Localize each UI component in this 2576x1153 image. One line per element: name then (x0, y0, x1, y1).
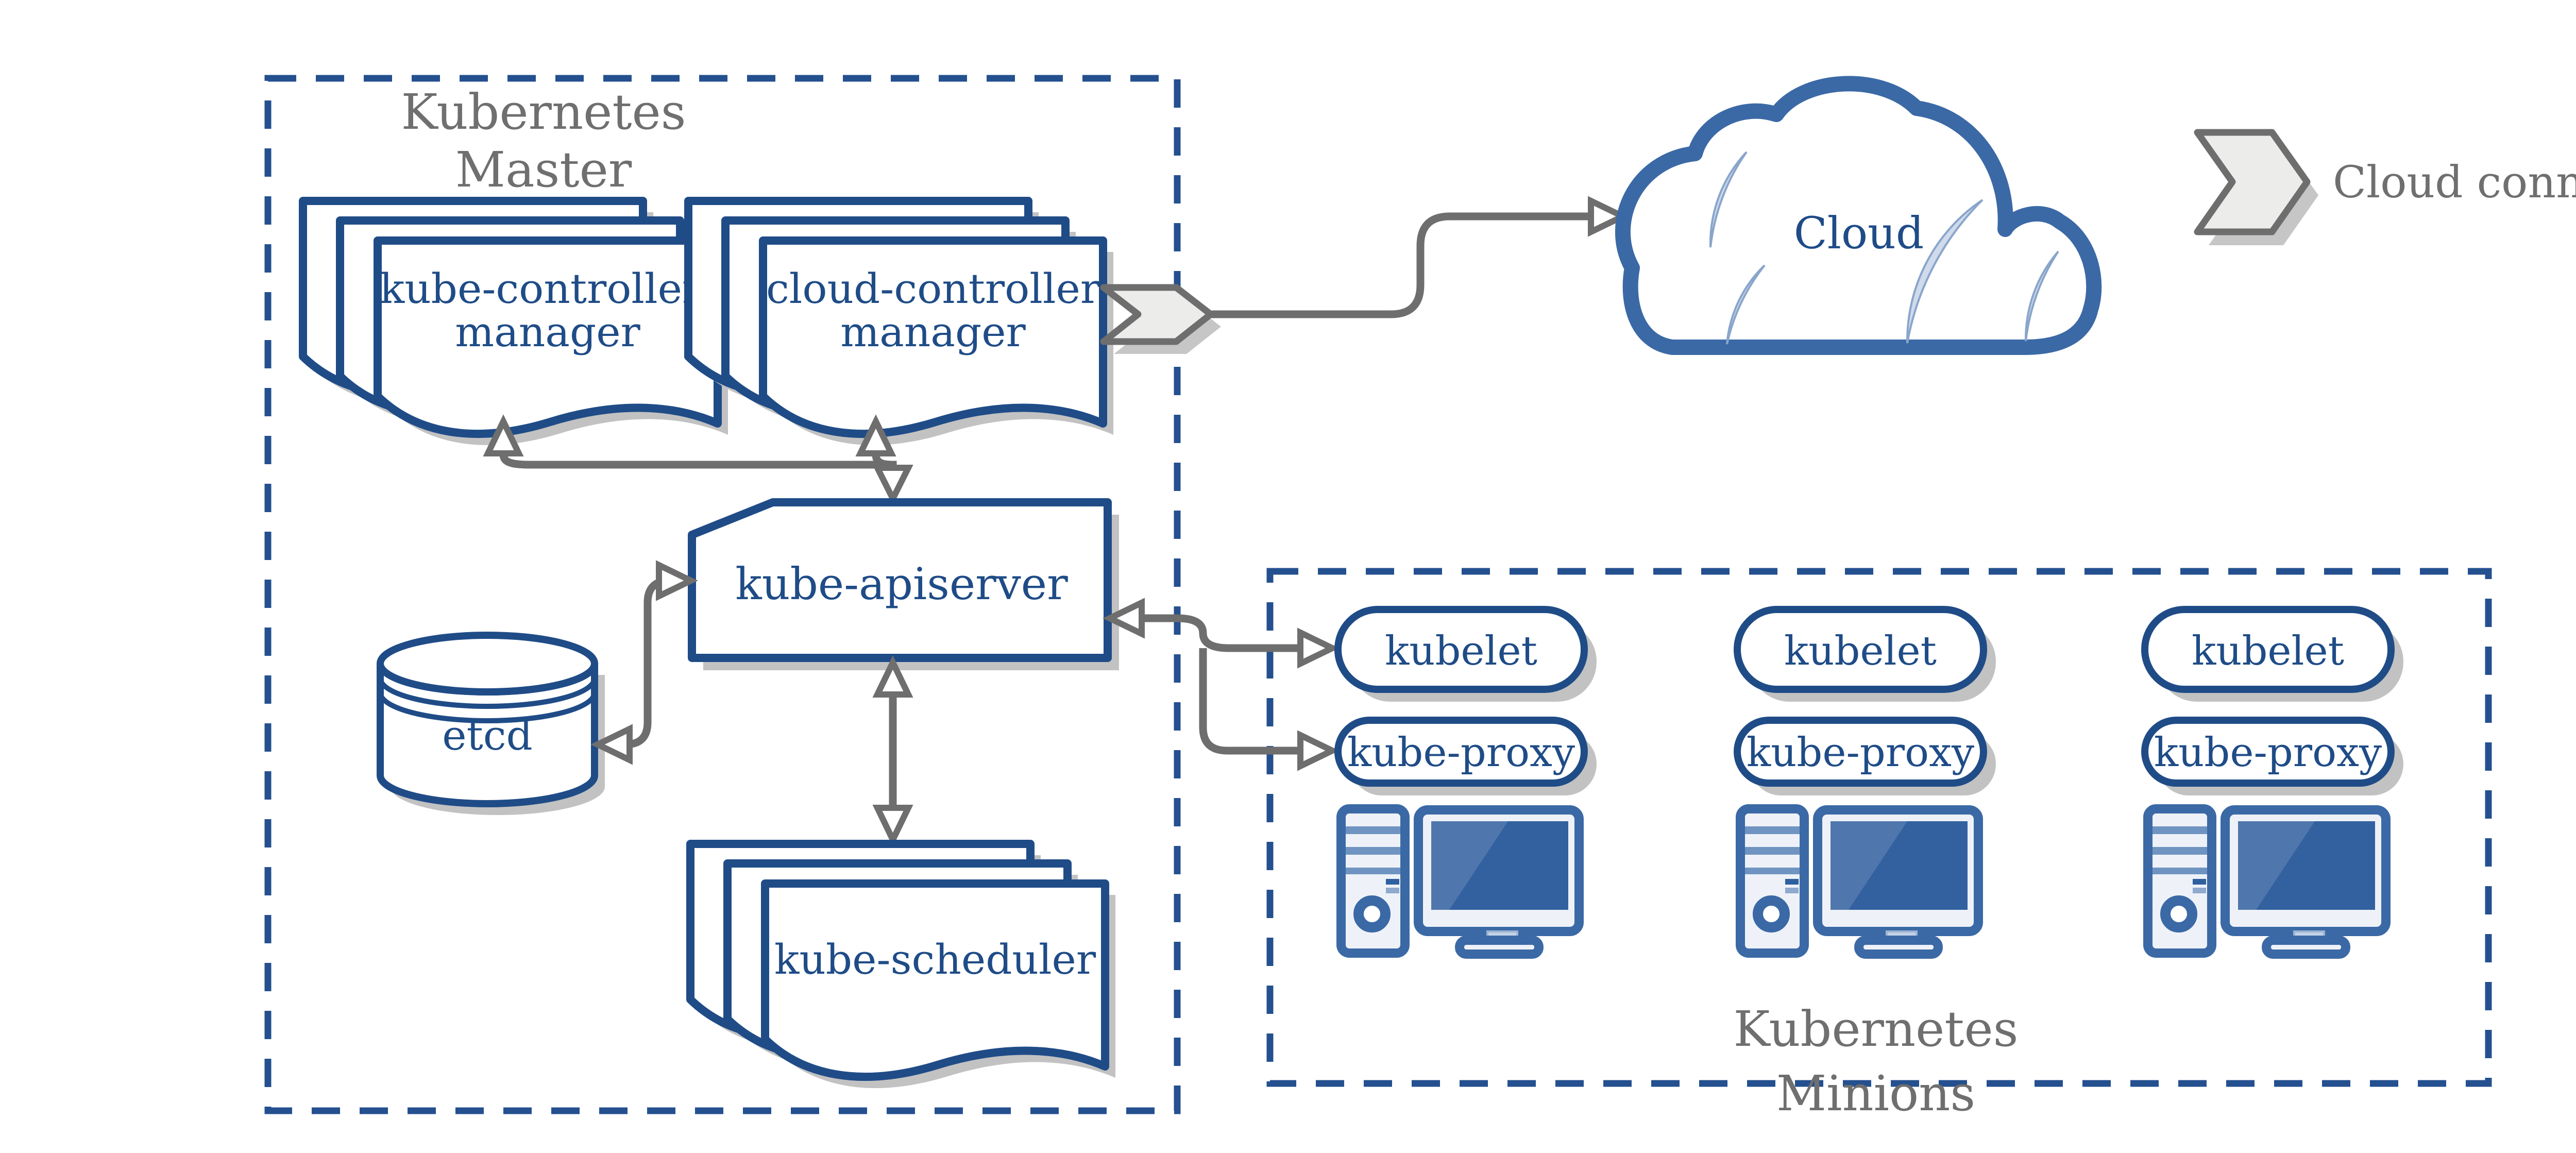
kube-controller-manager-node: kube-controller- manager (303, 201, 728, 445)
kube-proxy-label: kube-proxy (2154, 730, 2382, 776)
kube-controller-manager-label-line1: kube-controller- (380, 265, 716, 313)
kube-proxy-label: kube-proxy (1347, 730, 1575, 776)
arrowhead-left-etcd-icon (590, 724, 633, 765)
apiserver-minions-arrows (1103, 598, 1340, 771)
minion-node-2: kubelet kube-proxy (1734, 606, 1996, 954)
kubelet-box (1734, 606, 1987, 693)
kube-apiserver-label: kube-apiserver (735, 559, 1068, 610)
arrowhead-right-kubelet-icon (1297, 628, 1340, 669)
kube-scheduler-label: kube-scheduler (774, 936, 1096, 984)
etcd-apiserver-arrow (590, 560, 698, 765)
desktop-computer-icon (1740, 809, 1978, 954)
minion-node-1: kubelet kube-proxy (1334, 606, 1597, 954)
cloud-label: Cloud (1794, 208, 1924, 259)
cloud-controller-manager-label-line1: cloud-controller (766, 265, 1100, 313)
arrowhead-right-cloud-icon (1588, 196, 1630, 237)
cloud-connector-legend-icon (2194, 129, 2311, 235)
arrowhead-up-kube-controller-icon (483, 414, 524, 456)
minions-title-line1: Kubernetes (1733, 1001, 2018, 1058)
kubelet-label: kubelet (1784, 628, 1937, 674)
cloud-connector-on-node (1100, 284, 1221, 354)
kubernetes-master-box (264, 75, 1181, 1114)
kube-proxy-box (2141, 717, 2395, 787)
minion-node-3: kubelet kube-proxy (2141, 606, 2403, 954)
kube-apiserver-node: kube-apiserver (688, 498, 1119, 670)
cloud-controller-manager-label-line2: manager (840, 308, 1026, 356)
etcd-node: etcd (377, 632, 605, 815)
chevron-to-cloud-arrow (1212, 196, 1630, 318)
arrowhead-right-kube-proxy-icon (1297, 730, 1340, 771)
kube-scheduler-node: kube-scheduler (690, 844, 1115, 1088)
legend-label: Cloud connector (2333, 157, 2576, 208)
kubelet-label: kubelet (1385, 628, 1537, 674)
arrowhead-up-apiserver-icon (872, 655, 913, 698)
master-title-line2: Master (455, 142, 632, 198)
legend: Cloud connector (2194, 129, 2576, 245)
kube-proxy-box (1334, 717, 1588, 787)
kube-proxy-box (1734, 717, 1987, 787)
kube-proxy-label: kube-proxy (1747, 730, 1974, 776)
controllers-to-apiserver-arrow (483, 414, 913, 506)
minions-title-line2: Minions (1776, 1065, 1975, 1122)
arrowhead-down-apiserver-icon (872, 465, 913, 506)
kube-controller-manager-label-line2: manager (455, 308, 640, 356)
kubelet-box (2141, 606, 2395, 693)
desktop-computer-icon (1341, 809, 1579, 954)
arrowhead-down-scheduler-icon (872, 805, 913, 847)
arrowhead-up-cloud-controller-icon (855, 414, 896, 456)
cloud-node: Cloud (1615, 76, 2102, 355)
arrowhead-right-apiserver-icon (656, 560, 698, 601)
cloud-controller-manager-node: cloud-controller manager (688, 201, 1113, 445)
kubelet-box (1334, 606, 1588, 693)
arrowhead-left-apiserver-icon (1103, 598, 1145, 639)
desktop-computer-icon (2148, 809, 2386, 954)
cloud-icon (1615, 76, 2102, 355)
etcd-label: etcd (442, 711, 533, 759)
master-title-line1: Kubernetes (401, 84, 686, 141)
kubelet-label: kubelet (2192, 628, 2344, 674)
cloud-connector-icon (1100, 284, 1214, 345)
apiserver-scheduler-arrow (872, 655, 913, 847)
